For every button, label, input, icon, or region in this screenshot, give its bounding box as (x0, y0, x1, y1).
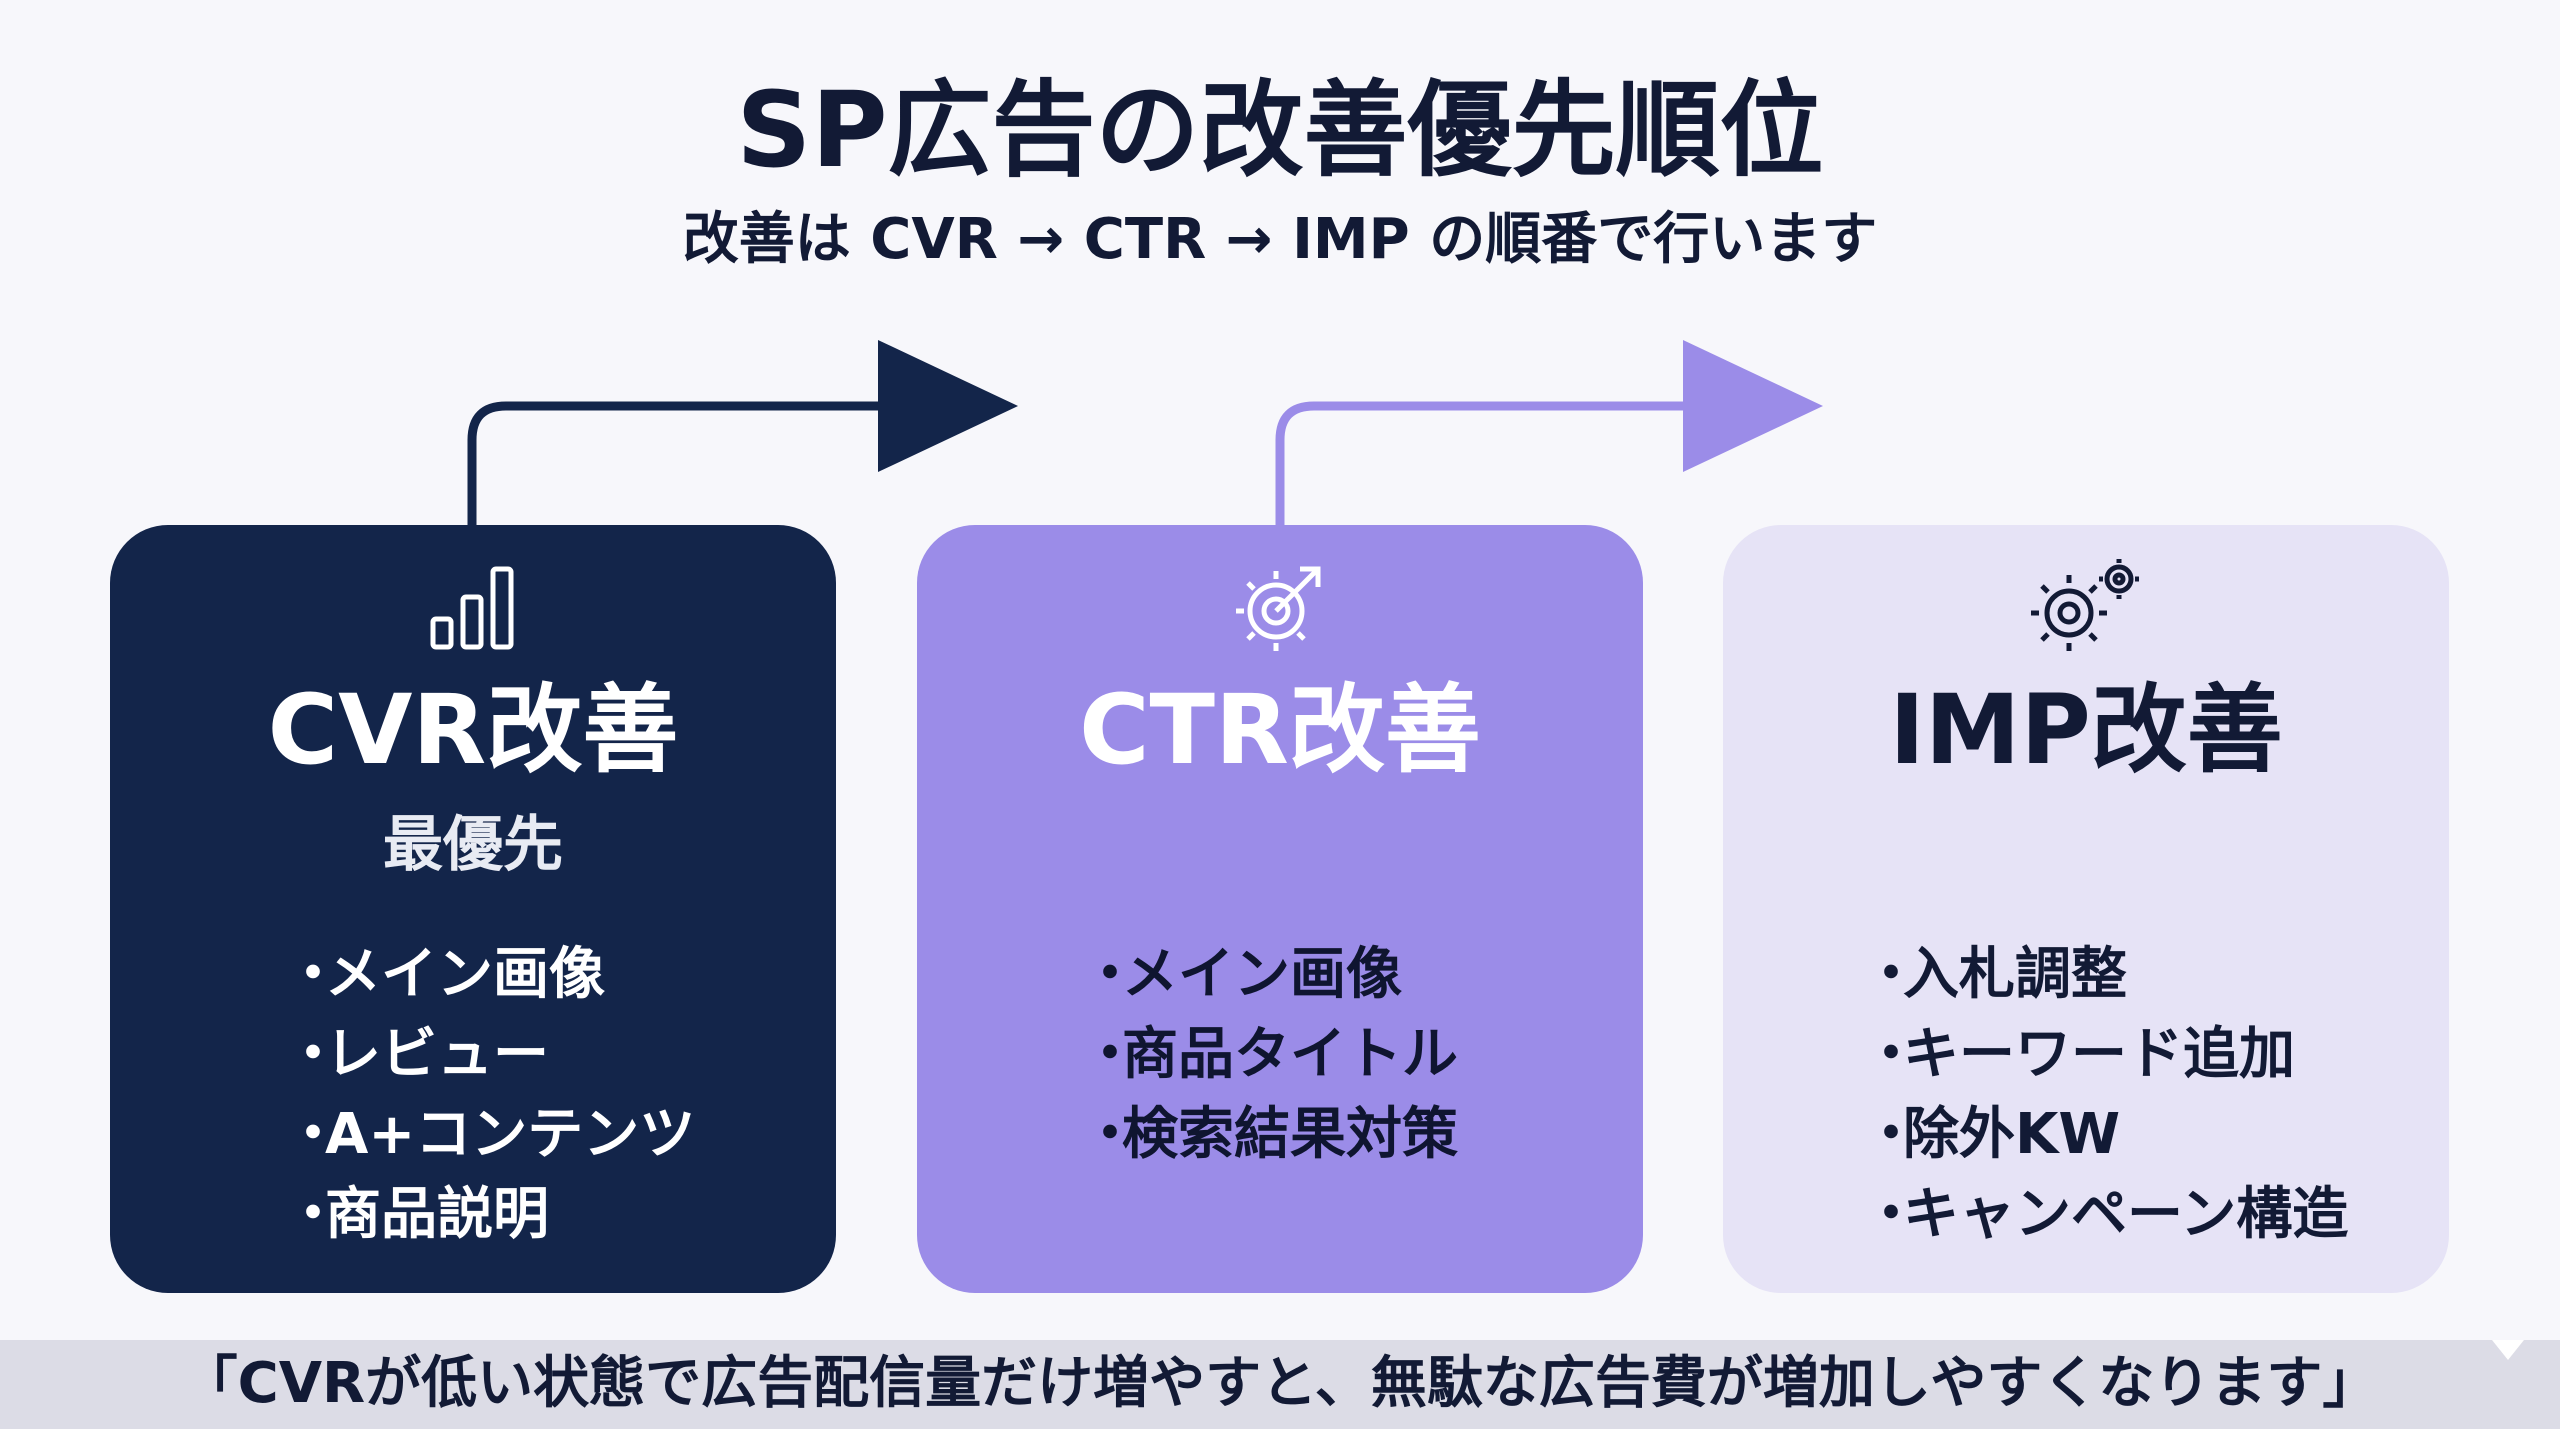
bar-chart-icon (110, 557, 836, 667)
list-item: ・メイン画像 (285, 935, 695, 1015)
bullet: ・ (285, 1102, 341, 1167)
bullet: ・ (285, 942, 341, 1007)
gears-icon (1723, 557, 2449, 667)
card-item-list: ・メイン画像 ・レビュー ・A+コンテンツ ・商品説明 (285, 935, 695, 1255)
priority-tag: 最優先 (383, 810, 563, 880)
list-item: ・メイン画像 (1082, 935, 1458, 1015)
bullet: ・ (1863, 1022, 1919, 1087)
corner-marker-icon (2492, 1340, 2524, 1360)
list-item: ・キーワード追加 (1863, 1015, 2348, 1095)
bullet: ・ (285, 1022, 341, 1087)
page-title: SP広告の改善優先順位 (736, 69, 1824, 191)
card-item-list: ・入札調整 ・キーワード追加 ・除外KW ・キャンペーン構造 (1863, 935, 2348, 1255)
card-title: CTR改善 (1079, 674, 1481, 786)
footer-banner: 「CVRが低い状態で広告配信量だけ増やすと、無駄な広告費が増加しやすくなります」 (0, 1340, 2560, 1429)
bullet: ・ (285, 1182, 341, 1247)
bullet: ・ (1082, 1102, 1138, 1167)
footer-quote: 「CVRが低い状態で広告配信量だけ増やすと、無駄な広告費が増加しやすくなります」 (181, 1351, 2379, 1416)
bullet: ・ (1082, 942, 1138, 1007)
card-imp: IMP改善 ・入札調整 ・キーワード追加 ・除外KW ・キャンペーン構造 (1723, 525, 2449, 1293)
flow-arrow-cvr-to-ctr (467, 401, 900, 525)
list-item: ・キャンペーン構造 (1863, 1175, 2348, 1255)
bullet: ・ (1082, 1022, 1138, 1087)
card-title: IMP改善 (1889, 674, 2283, 786)
flow-arrow-ctr-to-imp (1275, 401, 1705, 525)
card-item-list: ・メイン画像 ・商品タイトル ・検索結果対策 (1082, 935, 1458, 1175)
card-cvr: CVR改善 最優先 ・メイン画像 ・レビュー ・A+コンテンツ ・商品説明 (110, 525, 836, 1293)
list-item: ・除外KW (1863, 1095, 2348, 1175)
bullet: ・ (1863, 1102, 1919, 1167)
list-item: ・商品タイトル (1082, 1015, 1458, 1095)
list-item: ・入札調整 (1863, 935, 2348, 1015)
flow-arrowhead-cvr-to-ctr (878, 340, 1018, 472)
card-ctr: CTR改善 ・メイン画像 ・商品タイトル ・検索結果対策 (917, 525, 1643, 1293)
bullet: ・ (1863, 942, 1919, 1007)
list-item: ・A+コンテンツ (285, 1095, 695, 1175)
page-subtitle: 改善は CVR → CTR → IMP の順番で行います (682, 207, 1878, 272)
list-item: ・検索結果対策 (1082, 1095, 1458, 1175)
card-title: CVR改善 (267, 674, 679, 786)
gear-target-icon (917, 557, 1643, 667)
list-item: ・商品説明 (285, 1175, 695, 1255)
bullet: ・ (1863, 1182, 1919, 1247)
flow-arrowhead-ctr-to-imp (1683, 340, 1823, 472)
list-item: ・レビュー (285, 1015, 695, 1095)
